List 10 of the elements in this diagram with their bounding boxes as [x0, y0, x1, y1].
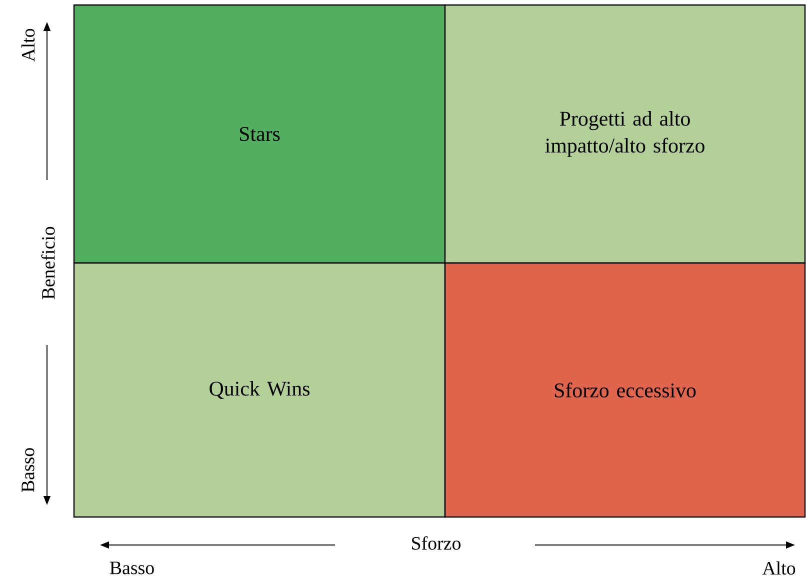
axis-label: Alto [21, 28, 35, 62]
quadrant-box: Sforzo eccessivo [444, 262, 806, 518]
axis-label: Sforzo [412, 536, 460, 550]
quadrant-box: Quick Wins [73, 262, 446, 518]
quadrant-box: Progetti ad alto impatto/alto sforzo [444, 4, 806, 264]
axis-label: Beneficio [41, 226, 55, 300]
axis-label: Basso [22, 448, 34, 492]
axis-label: Alto [762, 561, 796, 575]
axis-label: Basso [110, 562, 154, 574]
quadrant-box: Stars [73, 4, 446, 264]
